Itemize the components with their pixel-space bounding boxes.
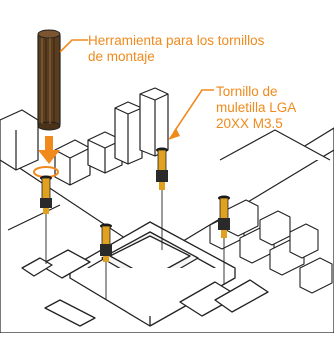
standoff-screw [40,175,52,214]
guide-lines [45,190,225,300]
callout-leaders [59,39,214,140]
down-arrow-icon [38,136,60,164]
standoff-screw [100,223,112,262]
standoff-screw [156,147,168,190]
mounting-tool [37,29,61,131]
screw-callout-label: Tornillo de muletilla LGA 20XX M3.5 [216,84,297,131]
standoff-screw [218,195,230,238]
tool-callout-label: Herramienta para los tornillos de montaj… [88,33,265,64]
